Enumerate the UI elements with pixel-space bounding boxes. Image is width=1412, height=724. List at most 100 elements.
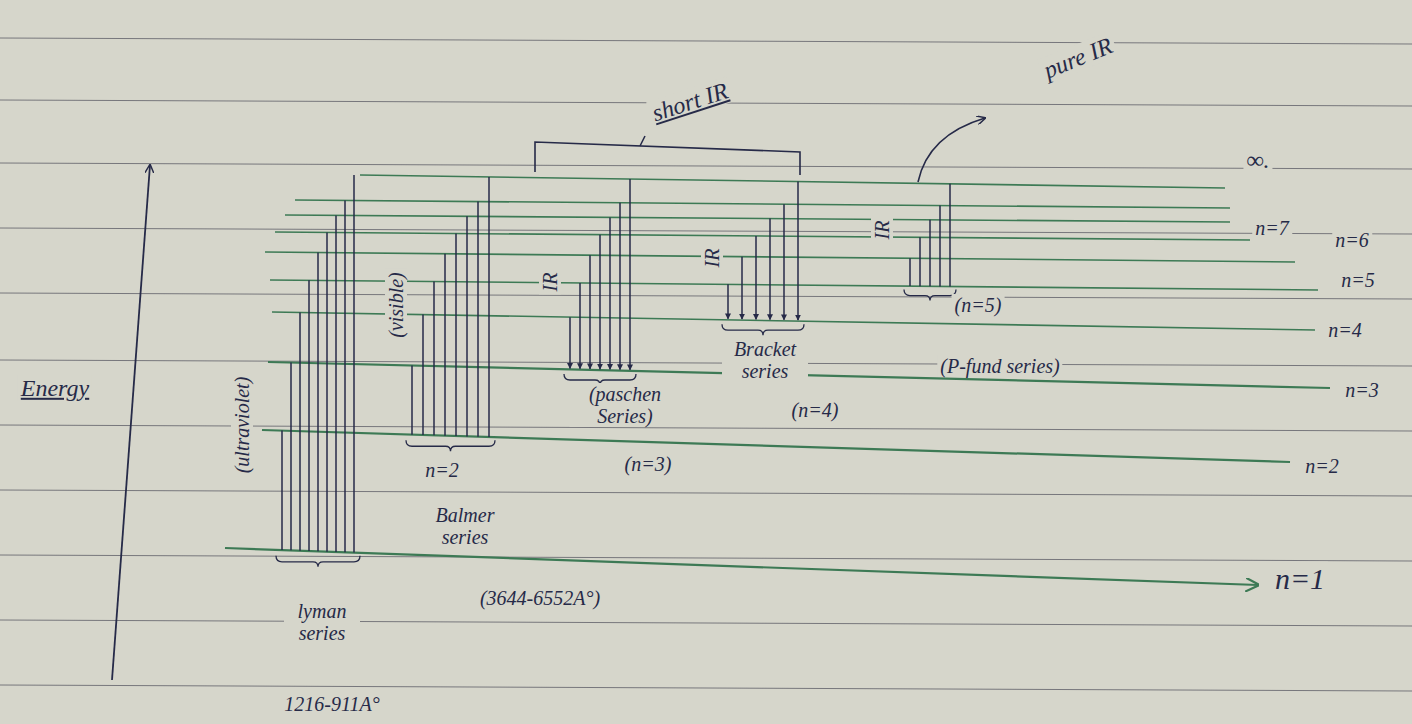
handwritten-label: (3644-6552A°) (477, 587, 603, 609)
handwritten-label: (n=4) (789, 399, 842, 421)
transition-series (722, 182, 804, 336)
handwritten-label: (visible) (385, 269, 407, 341)
transition-line (629, 179, 631, 370)
transition-series (904, 184, 956, 301)
ruled-line (0, 425, 1412, 431)
handwritten-label: (n=5) (952, 294, 1005, 316)
transition-line (797, 182, 799, 320)
transition-series (564, 179, 636, 385)
transition-line (569, 317, 571, 368)
transition-line (455, 233, 457, 436)
label-holder: IR (871, 218, 893, 243)
label-holder: (3644-6552A°) (477, 587, 603, 609)
label-holder: pure IR (1037, 31, 1119, 85)
label-holder: Balmer series (422, 504, 508, 548)
handwritten-label: 1216-911A° (281, 693, 382, 715)
handwritten-label: lyman series (284, 600, 360, 644)
transition-line (619, 203, 621, 370)
energy-level (270, 280, 1318, 290)
ruled-line (0, 360, 1412, 366)
ruled-line (0, 38, 1412, 44)
ruled-line (0, 685, 1412, 691)
handwritten-label: (P-fund series) (937, 355, 1062, 377)
label-holder: lyman series (284, 600, 360, 644)
label-holder: (n=4) (789, 399, 842, 421)
transition-line (317, 253, 319, 552)
label-holder: (paschen Series) (570, 383, 681, 427)
label-holder: IR (539, 270, 561, 295)
ruled-line (0, 490, 1412, 496)
series-brace (722, 324, 804, 335)
ruled-line (0, 228, 1412, 234)
transition-line (727, 284, 729, 319)
handwritten-label: pure IR (1037, 31, 1119, 85)
handwritten-label: IR (871, 218, 893, 243)
transition-line (589, 255, 591, 369)
transition-line (299, 312, 301, 550)
handwritten-label: n=2 (422, 459, 462, 481)
transition-line (444, 254, 446, 436)
label-holder: short IR (646, 76, 734, 127)
bracket-tick (640, 136, 645, 146)
transition-line (411, 366, 413, 435)
transition-line (422, 315, 424, 435)
transition-line (433, 282, 435, 436)
label-holder: n=7 (1252, 217, 1292, 239)
handwritten-label: (ultraviolet) (231, 374, 253, 477)
handwritten-label: n=1 (1272, 562, 1328, 595)
transition-line (949, 184, 951, 287)
handwritten-label: n=6 (1332, 229, 1372, 251)
transition-line (741, 257, 743, 319)
label-holder: ∞. (1243, 147, 1272, 173)
label-holder: (visible) (385, 269, 407, 341)
handwritten-label: short IR (646, 76, 734, 127)
energy-level (285, 215, 1230, 222)
transition-line (290, 363, 292, 551)
bracket (535, 142, 800, 175)
label-holder: (n=5) (952, 294, 1005, 316)
handwritten-label: IR (539, 270, 561, 295)
series-brace (904, 290, 956, 301)
series-brace (276, 556, 360, 567)
energy-axis (112, 165, 150, 680)
transition-line (919, 237, 921, 286)
label-holder: n=1 (1272, 562, 1328, 595)
label-holder: (ultraviolet) (231, 374, 253, 477)
handwritten-label: n=2 (1302, 455, 1342, 477)
label-holder: n=2 (1302, 455, 1342, 477)
transition-line (755, 236, 757, 319)
label-holder: n=3 (1342, 379, 1382, 401)
label-holder: IR (701, 246, 723, 271)
transition-line (488, 177, 490, 437)
label-holder: n=6 (1332, 229, 1372, 251)
ruled-lines (0, 38, 1412, 691)
energy-level (295, 200, 1230, 208)
transition-line (783, 204, 785, 320)
transition-line (477, 202, 479, 437)
transition-line (599, 235, 601, 369)
energy-level (272, 312, 1315, 330)
label-holder: (n=3) (622, 453, 675, 475)
ruled-line (0, 620, 1412, 626)
handwritten-label: Energy (18, 375, 92, 401)
pointer-arrow (918, 118, 985, 182)
series-brace (406, 440, 495, 451)
transition-line (769, 219, 771, 320)
handwritten-label: Balmer series (422, 504, 508, 548)
transition-line (939, 206, 941, 287)
label-holder: n=4 (1325, 319, 1365, 341)
ruled-line (0, 555, 1412, 561)
handwritten-label: ∞. (1243, 147, 1272, 173)
transition-line (344, 200, 346, 552)
transition-line (353, 175, 355, 553)
ruled-line (0, 293, 1412, 299)
transition-series (276, 175, 360, 567)
label-holder: n=2 (422, 459, 462, 481)
energy-level (265, 252, 1295, 262)
ruled-line (0, 163, 1412, 169)
energy-level (225, 548, 1258, 585)
label-holder: (P-fund series) (937, 355, 1062, 377)
transition-line (466, 216, 468, 436)
handwritten-label: n=5 (1338, 269, 1378, 291)
